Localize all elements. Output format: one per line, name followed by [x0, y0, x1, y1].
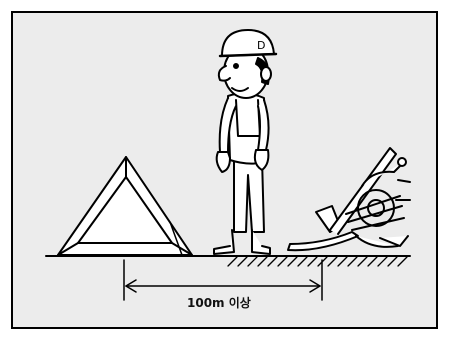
vehicle-icon [287, 147, 411, 252]
helmet-mark: D [257, 39, 265, 52]
distance-label: 100m 이상 [187, 296, 251, 310]
worker-figure [213, 29, 278, 255]
warning-triangle-icon [57, 156, 193, 256]
ground [45, 255, 411, 267]
distance-dimension [123, 259, 323, 301]
